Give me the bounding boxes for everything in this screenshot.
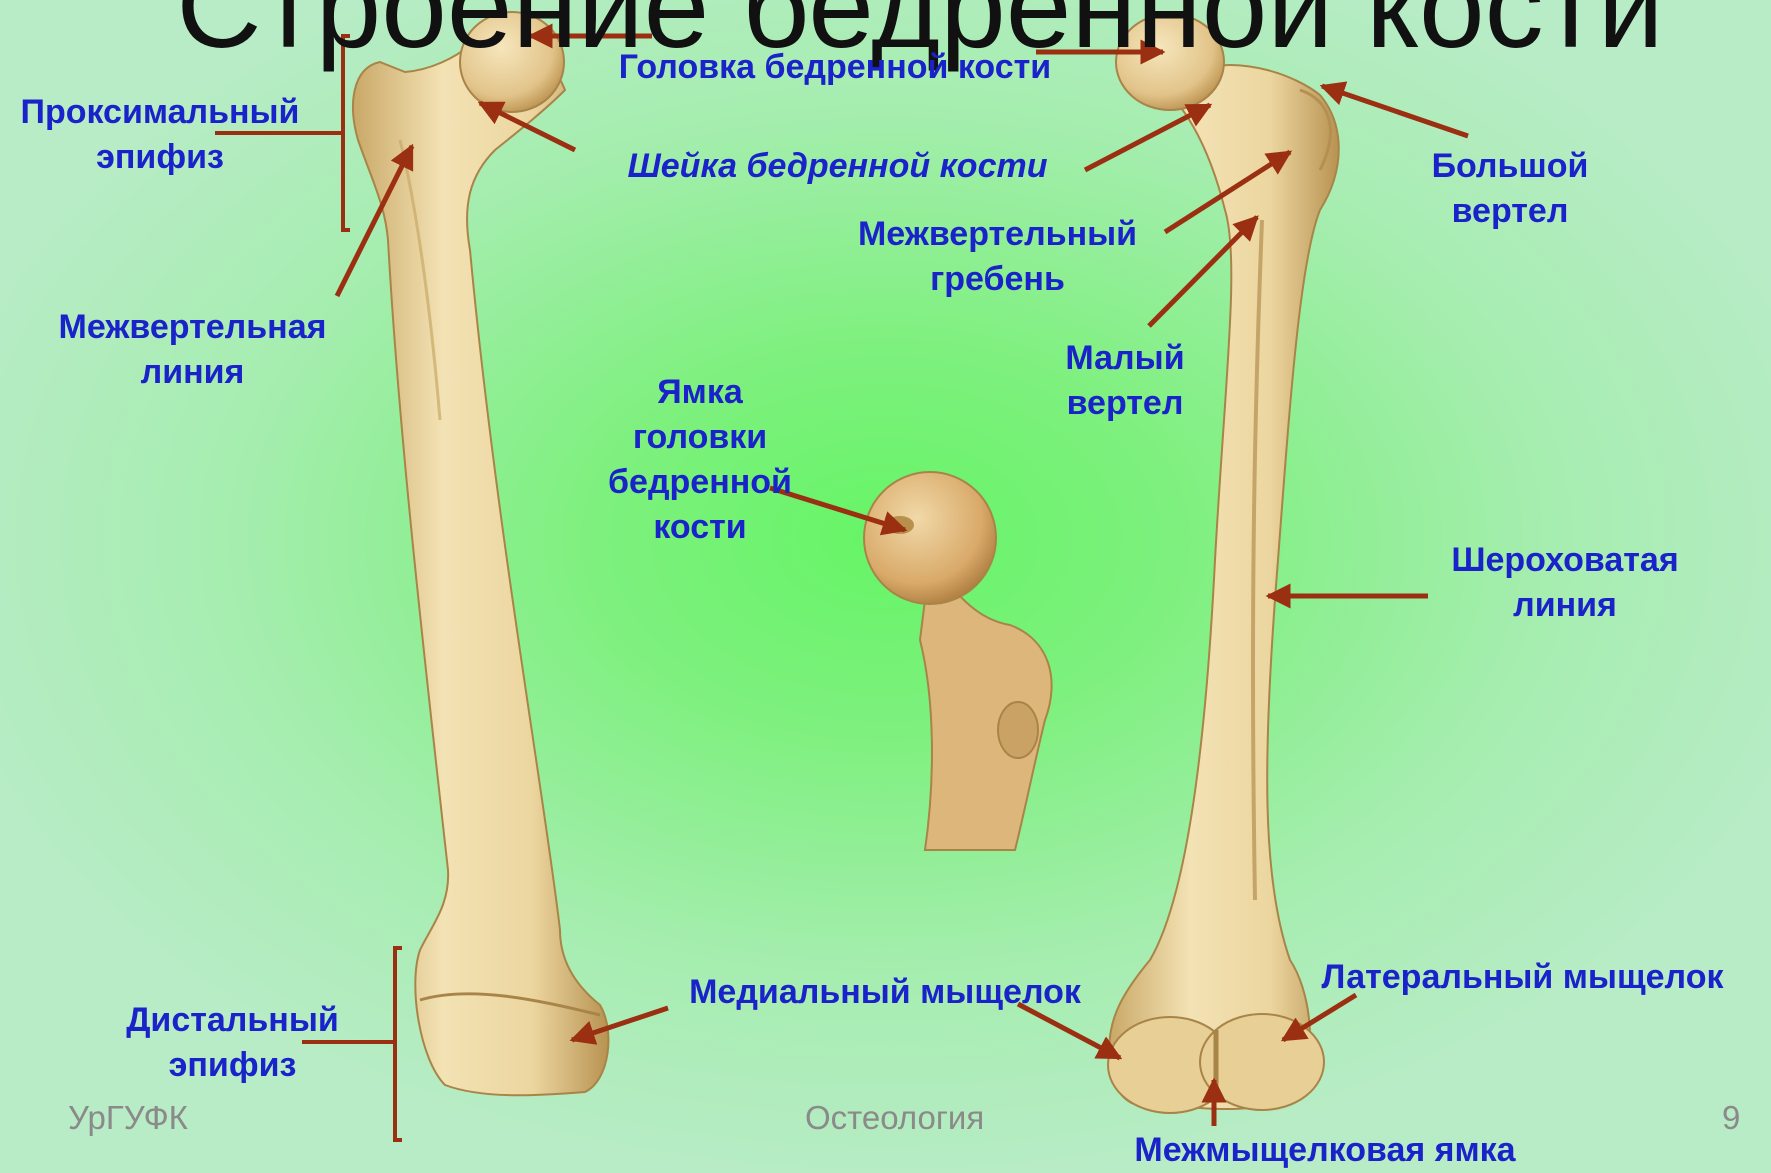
label-line: Латеральный мыщелок — [1300, 955, 1745, 1000]
label-line: линия — [30, 350, 355, 395]
footer-organization: УрГУФК — [68, 1098, 188, 1138]
label-line: эпифиз — [0, 135, 320, 180]
label-linea-aspera: Шероховатая линия — [1425, 538, 1705, 628]
footer-page-number: 9 — [1722, 1098, 1740, 1138]
label-lesser-trochanter: Малый вертел — [1040, 336, 1210, 426]
label-femoral-head: Головка бедренной кости — [590, 45, 1080, 90]
label-intertrochanteric-crest: Межвертельный гребень — [835, 212, 1160, 302]
label-line: Ямка — [590, 370, 810, 415]
label-lateral-condyle: Латеральный мыщелок — [1300, 955, 1745, 1000]
label-medial-condyle: Медиальный мыщелок — [670, 970, 1100, 1015]
label-line: Межмыщелковая ямка — [1105, 1128, 1545, 1173]
label-line: Большой — [1410, 144, 1610, 189]
label-intercondylar-fossa: Межмыщелковая ямка — [1105, 1128, 1545, 1173]
label-line: Медиальный мыщелок — [670, 970, 1100, 1015]
label-line: вертел — [1410, 189, 1610, 234]
label-line: Шероховатая — [1425, 538, 1705, 583]
footer-topic: Остеология — [805, 1098, 984, 1138]
femoral-head-detail — [864, 472, 1052, 850]
label-line: Головка бедренной кости — [590, 45, 1080, 90]
label-line: Малый — [1040, 336, 1210, 381]
arrow-greater-trochanter — [1322, 86, 1468, 136]
left-femur-anterior — [353, 12, 608, 1095]
label-head-fovea: Ямка головки бедренной кости — [590, 370, 810, 550]
label-intertrochanteric-line: Межвертельная линия — [30, 305, 355, 395]
label-line: Межвертельный — [835, 212, 1160, 257]
label-femoral-neck: Шейка бедренной кости — [590, 144, 1085, 189]
brackets — [215, 36, 402, 1140]
distal-bracket — [395, 948, 402, 1140]
label-line: головки — [590, 415, 810, 460]
label-greater-trochanter: Большой вертел — [1410, 144, 1610, 234]
label-line: кости — [590, 505, 810, 550]
label-line: Дистальный — [100, 998, 365, 1043]
arrow-femoral-neck-right — [1085, 105, 1210, 170]
label-line: эпифиз — [100, 1043, 365, 1088]
right-femur-posterior — [1108, 14, 1339, 1113]
label-distal-epiphysis: Дистальный эпифиз — [100, 998, 365, 1088]
label-line: линия — [1425, 583, 1705, 628]
label-line: вертел — [1040, 381, 1210, 426]
label-line: Межвертельная — [30, 305, 355, 350]
label-line: Шейка бедренной кости — [590, 144, 1085, 189]
label-line: гребень — [835, 257, 1160, 302]
label-line: Проксимальный — [0, 90, 320, 135]
label-line: бедренной — [590, 460, 810, 505]
label-proximal-epiphysis: Проксимальный эпифиз — [0, 90, 320, 180]
